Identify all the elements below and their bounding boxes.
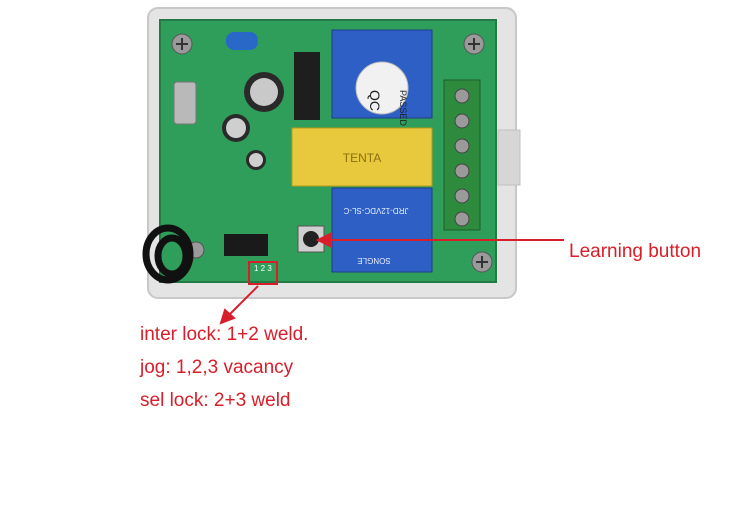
qc-sticker-top: QC — [367, 90, 383, 111]
screw-top-left — [171, 33, 193, 55]
electrolytic-capacitor-large — [244, 72, 284, 112]
relay-brand-label: SONGLE — [357, 256, 390, 265]
self-lock-note: sel lock: 2+3 weld — [140, 390, 291, 411]
blue-capacitor — [226, 32, 258, 50]
crystal — [173, 81, 197, 125]
interlock-note: inter lock: 1+2 weld. — [140, 324, 309, 345]
antenna-coil — [142, 224, 194, 284]
screw-top-right — [463, 33, 485, 55]
learning-button-label: Learning button — [569, 241, 702, 262]
electrolytic-capacitor-medium — [222, 114, 250, 142]
qc-sticker: QC PASSED — [355, 61, 409, 126]
electrolytic-capacitor-small — [246, 150, 266, 170]
jog-note: jog: 1,2,3 vacancy — [140, 357, 294, 378]
terminal-screws — [454, 88, 470, 227]
ic-chip — [224, 234, 268, 256]
jumper-highlight-box — [248, 261, 278, 285]
relay-bottom — [331, 187, 433, 273]
header-pins — [294, 52, 320, 120]
jumper-arrow — [219, 285, 259, 325]
learning-button-arrow — [315, 232, 564, 248]
capacitor-brand-label: TENTA — [343, 151, 381, 165]
screw-bottom-right — [471, 251, 493, 273]
terminal-block — [443, 79, 481, 231]
relay-model-label: JRD-12VDC-SL-C — [343, 206, 408, 215]
housing-tab-right — [497, 129, 521, 186]
yellow-capacitor — [291, 127, 433, 187]
jumper-pin-labels: 1 2 3 — [254, 264, 272, 273]
qc-sticker-bottom: PASSED — [398, 90, 408, 126]
learning-button-cap — [303, 231, 319, 247]
